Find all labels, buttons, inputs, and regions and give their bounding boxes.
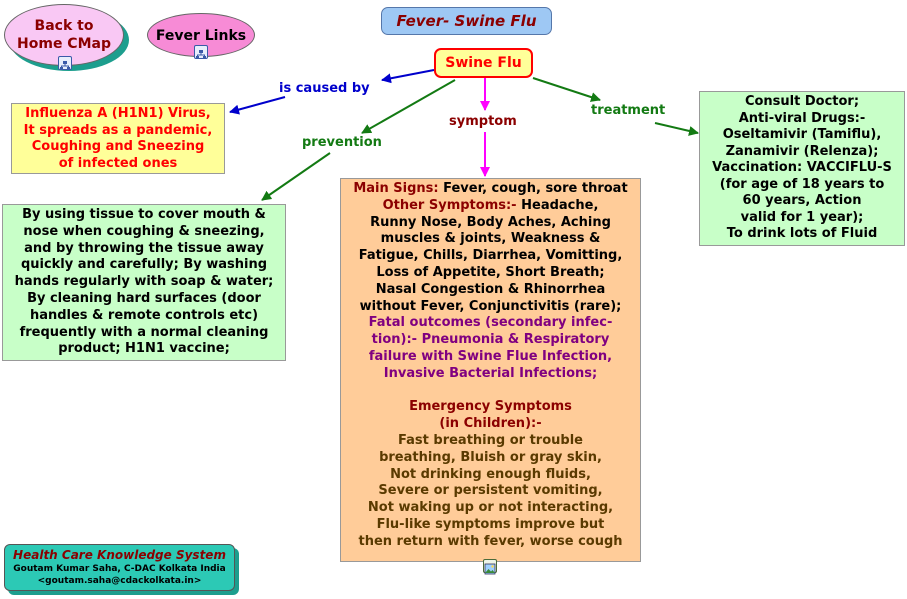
edge-prevention xyxy=(261,79,456,201)
treatment-line: Oseltamivir (Tamiflu), xyxy=(722,127,882,142)
credits-title: Health Care Knowledge System xyxy=(13,548,226,562)
prevention-line: frequently with a normal cleaning xyxy=(19,324,269,340)
edge-caused-by xyxy=(229,69,435,115)
image-resource-icon[interactable] xyxy=(483,559,497,575)
back-home-line-1: Back to xyxy=(34,18,94,34)
link-label-treatment: treatment xyxy=(591,103,666,118)
symptoms-fatal-line: Fatal outcomes (secondary infec- xyxy=(368,315,613,331)
symptoms-main-line: Main Signs: Fever, cough, sore throat xyxy=(341,181,640,198)
emergency-line: Not waking up or not interacting, xyxy=(367,500,614,516)
treatment-line: 60 years, Action xyxy=(742,193,862,208)
symptoms-other-line: muscles & joints, Weakness & xyxy=(380,231,601,247)
prevention-line: hands regularly with soap & water; xyxy=(14,274,274,290)
cmap-link-icon[interactable] xyxy=(194,45,208,59)
link-label-symptom: symptom xyxy=(449,114,517,129)
prevention-line: handles & remote controls etc) xyxy=(29,307,259,323)
concept-cause: Influenza A (H1N1) Virus, It spreads as … xyxy=(11,103,225,174)
link-label-prevention: prevention xyxy=(302,135,382,150)
prevention-line: quickly and carefully; By washing xyxy=(20,257,268,273)
emergency-heading: Emergency Symptoms xyxy=(409,399,572,415)
treatment-line: Zanamivir (Relenza); xyxy=(725,143,879,159)
prevention-line: By using tissue to cover mouth & xyxy=(22,207,266,222)
emergency-heading: (in Children):- xyxy=(439,416,542,432)
symptoms-other-line: Loss of Appetite, Short Breath; xyxy=(376,264,605,280)
cause-line: Influenza A (H1N1) Virus, xyxy=(25,106,211,121)
prevention-line: product; H1N1 vaccine; xyxy=(58,341,230,357)
symptoms-other-line: Fatigue, Chills, Diarrhea, Vomitting, xyxy=(358,248,623,264)
prevention-line: nose when coughing & sneezing, xyxy=(23,223,265,239)
symptoms-other-line: Nasal Congestion & Rhinorrhea xyxy=(375,281,606,297)
symptoms-fatal-line: tion):- Pneumonia & Respiratory xyxy=(371,332,610,348)
edge-treatment xyxy=(532,77,699,136)
emergency-line: breathing, Bluish or gray skin, xyxy=(379,449,602,465)
treatment-line: (for age of 18 years to xyxy=(719,176,885,192)
treatment-line: To drink lots of Fluid xyxy=(726,226,878,241)
credits-author: Goutam Kumar Saha, C-DAC Kolkata India xyxy=(13,564,226,574)
concept-swine-flu: Swine Flu xyxy=(434,48,533,78)
prevention-line: By cleaning hard surfaces (door xyxy=(27,290,261,306)
link-label-caused-by: is caused by xyxy=(279,81,370,96)
fever-links-label: Fever Links xyxy=(155,28,247,44)
concept-symptoms: Main Signs: Fever, cough, sore throat Ot… xyxy=(340,178,641,562)
treatment-line: Vaccination: VACCIFLU-S xyxy=(712,160,892,175)
symptoms-other-line: Other Symptoms:- Headache, xyxy=(341,198,640,215)
concept-treatment: Consult Doctor; Anti-viral Drugs:- Oselt… xyxy=(699,91,905,246)
symptoms-spacer xyxy=(341,383,640,400)
credits-email: <goutam.saha@cdackolkata.in> xyxy=(37,576,202,586)
concept-swine-flu-label: Swine Flu xyxy=(445,55,522,71)
cause-line: It spreads as a pandemic, xyxy=(23,122,213,138)
back-home-line-2: Home CMap xyxy=(17,36,111,52)
emergency-line: Fast breathing or trouble xyxy=(398,432,583,448)
emergency-line: Severe or persistent vomiting, xyxy=(378,483,603,499)
cause-line: Coughing and Sneezing xyxy=(31,139,205,154)
symptoms-other-line: without Fever, Conjunctivitis (rare); xyxy=(359,298,622,314)
emergency-line: Not drinking enough fluids, xyxy=(390,466,591,482)
credits-box: Health Care Knowledge System Goutam Kuma… xyxy=(4,544,235,591)
cmap-link-icon[interactable] xyxy=(58,56,72,70)
main-signs-text: Fever, cough, sore throat xyxy=(438,181,628,196)
page-title: Fever- Swine Flu xyxy=(381,7,552,35)
emergency-line: Flu-like symptoms improve but xyxy=(376,516,605,532)
symptoms-other-line: Runny Nose, Body Aches, Aching xyxy=(370,214,611,230)
other-symptoms-text: Headache, xyxy=(516,197,599,213)
treatment-line: Consult Doctor; xyxy=(744,94,860,109)
concept-prevention: By using tissue to cover mouth & nose wh… xyxy=(2,204,286,361)
treatment-line: Anti-viral Drugs:- xyxy=(738,110,866,126)
cause-line: of infected ones xyxy=(58,155,178,171)
symptoms-fatal-line: failure with Swine Flue Infection, xyxy=(368,348,613,364)
treatment-line: valid for 1 year); xyxy=(740,209,864,225)
back-home-button[interactable]: Back to Home CMap xyxy=(4,4,124,66)
main-signs-label: Main Signs: xyxy=(353,181,439,196)
emergency-line: then return with fever, worse cough xyxy=(358,533,623,549)
page-title-text: Fever- Swine Flu xyxy=(396,12,537,30)
prevention-line: and by throwing the tissue away xyxy=(24,240,264,256)
symptoms-fatal-line: Invasive Bacterial Infections; xyxy=(383,365,598,381)
other-symptoms-label: Other Symptoms:- xyxy=(382,197,517,213)
